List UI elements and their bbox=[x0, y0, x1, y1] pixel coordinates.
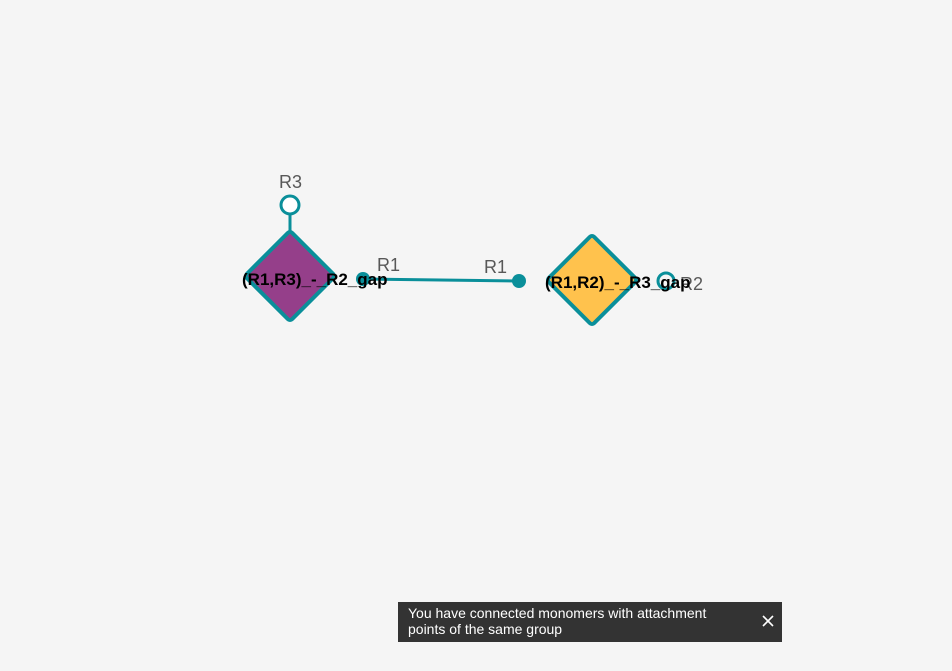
toast-message: You have connected monomers with attachm… bbox=[408, 605, 707, 637]
notification-toast: You have connected monomers with attachm… bbox=[398, 602, 782, 642]
attachment-label-r3: R3 bbox=[279, 172, 302, 192]
attachment-point-r1-left-filled[interactable] bbox=[356, 272, 370, 286]
monomer-right-label: (R1,R2)_-_R3_gap bbox=[545, 273, 691, 292]
attachment-point-r3-open[interactable] bbox=[279, 194, 301, 216]
bond-line[interactable] bbox=[362, 277, 520, 283]
monomer-left[interactable]: R3 R1 (R1,R3)_-_R2_gap bbox=[242, 172, 400, 323]
attachment-label-r2: R2 bbox=[680, 274, 703, 294]
monomer-right[interactable]: R1 R2 (R1,R2)_-_R3_gap bbox=[484, 233, 703, 327]
attachment-point-r2-open[interactable] bbox=[656, 271, 676, 291]
attachment-point-r1-right-filled[interactable] bbox=[512, 274, 526, 288]
attachment-label-r1-left: R1 bbox=[377, 255, 400, 275]
monomer-left-diamond[interactable] bbox=[243, 229, 337, 323]
attachment-label-r1-right: R1 bbox=[484, 257, 507, 277]
monomer-right-diamond[interactable] bbox=[545, 233, 639, 327]
monomer-left-label: (R1,R3)_-_R2_gap bbox=[242, 270, 388, 289]
close-icon[interactable] bbox=[760, 613, 776, 629]
